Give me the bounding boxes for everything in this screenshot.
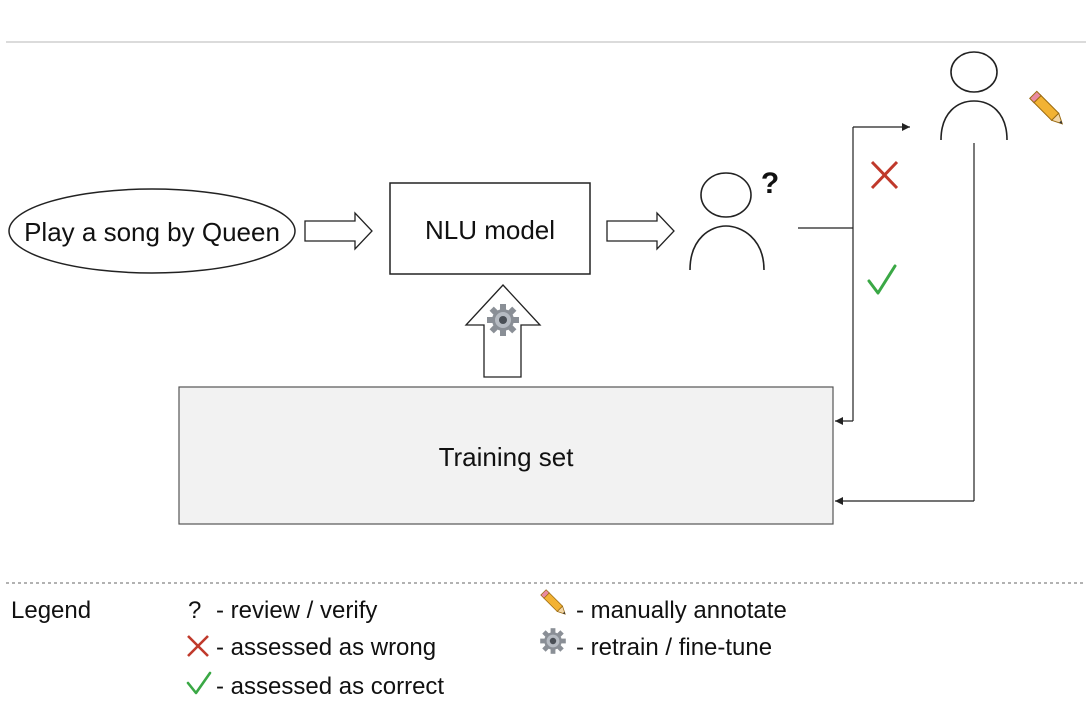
routing-lines (798, 123, 975, 505)
utterance-node: Play a song by Queen (8, 188, 296, 274)
nlu-model-node: NLU model (389, 182, 591, 275)
legend-wrong-label: - assessed as wrong (216, 634, 436, 661)
legend-review-label: - review / verify (216, 597, 377, 624)
utterance-label: Play a song by Queen (24, 217, 280, 247)
flow-arrow-1 (304, 211, 373, 251)
check-icon (867, 264, 897, 295)
legend-check-icon (186, 671, 212, 695)
legend-question-mark: ? (188, 597, 201, 624)
reviewer-person-icon (689, 172, 765, 271)
legend: Legend ? - review / verify - assessed as… (11, 589, 787, 700)
legend-correct-label: - assessed as correct (216, 673, 444, 700)
legend-annotate-label: - manually annotate (576, 597, 787, 624)
legend-cross-icon (187, 635, 209, 657)
review-question-mark: ? (761, 167, 779, 200)
pencil-icon (1029, 90, 1067, 128)
training-set-label: Training set (439, 442, 575, 472)
training-set-node: Training set (178, 386, 834, 525)
legend-gear-icon (540, 628, 566, 654)
flow-arrow-2 (606, 211, 675, 251)
annotator-person-icon (940, 51, 1008, 141)
cross-icon (870, 160, 899, 190)
legend-pencil-icon (540, 589, 569, 618)
legend-title: Legend (11, 597, 91, 624)
legend-retrain-label: - retrain / fine-tune (576, 634, 772, 661)
nlu-model-label: NLU model (425, 215, 555, 245)
gear-icon (487, 304, 519, 336)
